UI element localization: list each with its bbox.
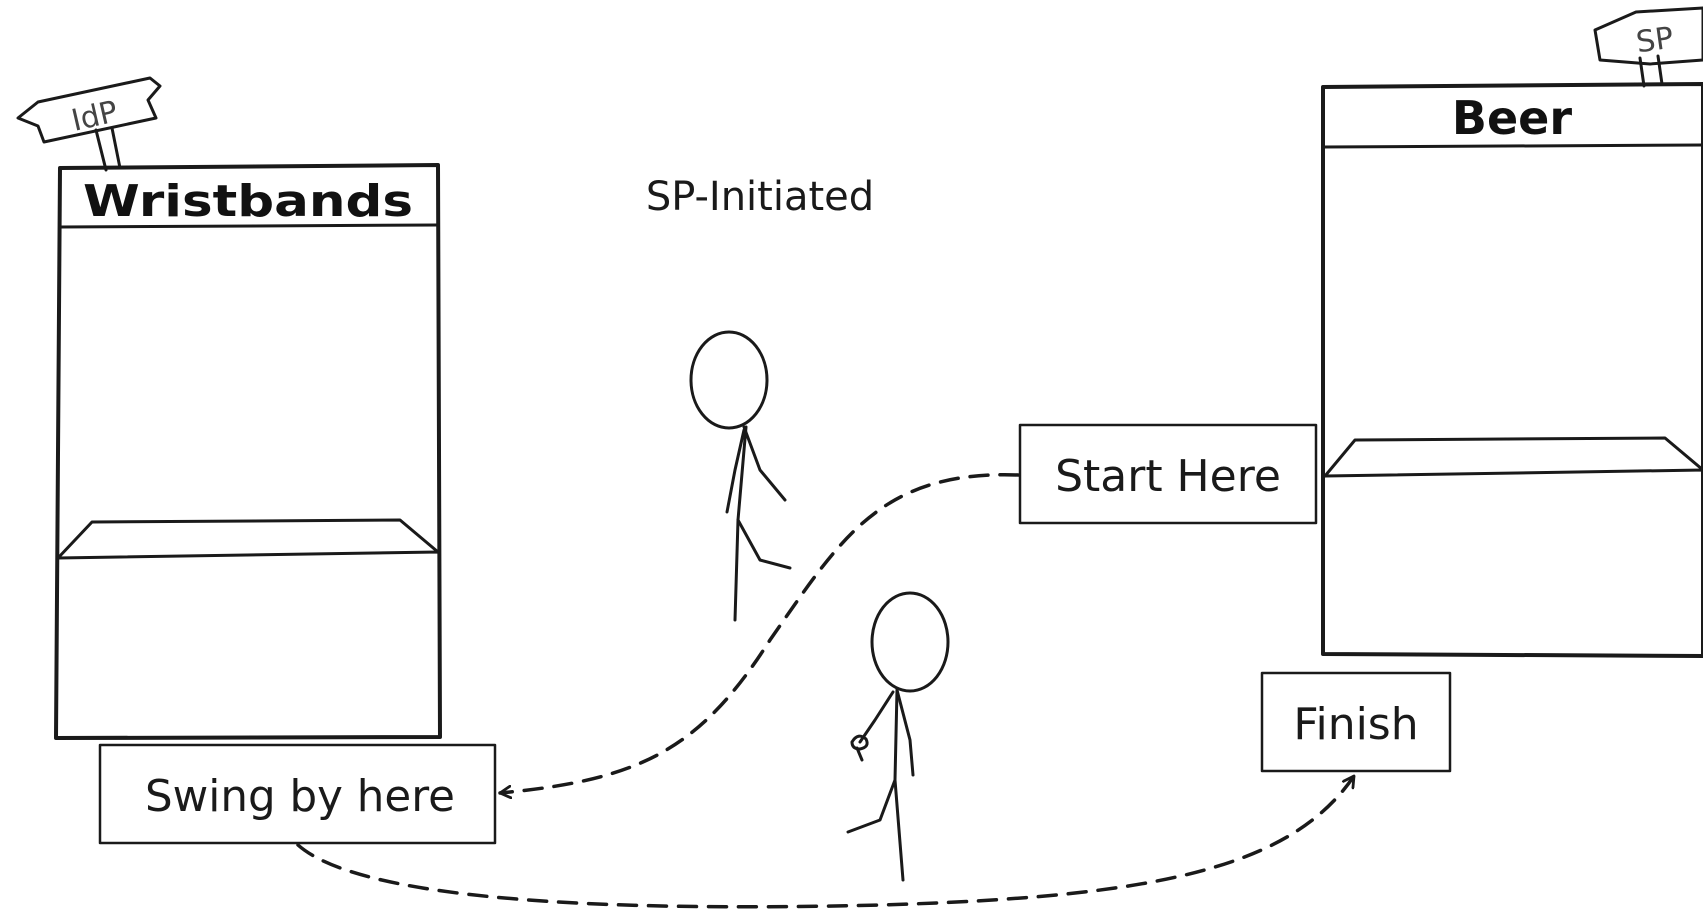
wristband-icon — [850, 734, 869, 762]
idp-booth: IdP Wristbands — [16, 76, 442, 740]
idp-booth-counter — [56, 518, 440, 560]
flow-path-start-to-swing — [498, 473, 1020, 793]
idp-sign-board — [16, 76, 162, 144]
step-swing-label: Swing by here — [145, 771, 455, 822]
sp-booth-counter — [1323, 436, 1703, 478]
idp-signpost: IdP — [16, 76, 162, 172]
sp-booth: SP Beer — [1321, 6, 1703, 658]
diagram-title: SP-Initiated — [646, 174, 874, 220]
step-finish-box: Finish — [1260, 671, 1452, 773]
sp-sign-board — [1593, 6, 1703, 66]
sp-signpost: SP — [1593, 6, 1703, 88]
stick-figure-upper — [689, 330, 792, 622]
step-start-label: Start Here — [1055, 451, 1281, 502]
sp-booth-title: Beer — [1452, 91, 1572, 145]
idp-booth-title: Wristbands — [83, 176, 413, 227]
sp-sign-label: SP — [1634, 21, 1676, 61]
step-start-box: Start Here — [1018, 423, 1318, 525]
sp-booth-frame — [1321, 82, 1703, 658]
step-finish-label: Finish — [1293, 699, 1418, 750]
stick-figure-lower — [846, 591, 950, 882]
idp-booth-frame — [54, 163, 442, 740]
flow-path-swing-to-finish — [296, 774, 1356, 909]
step-swing-box: Swing by here — [98, 743, 497, 845]
